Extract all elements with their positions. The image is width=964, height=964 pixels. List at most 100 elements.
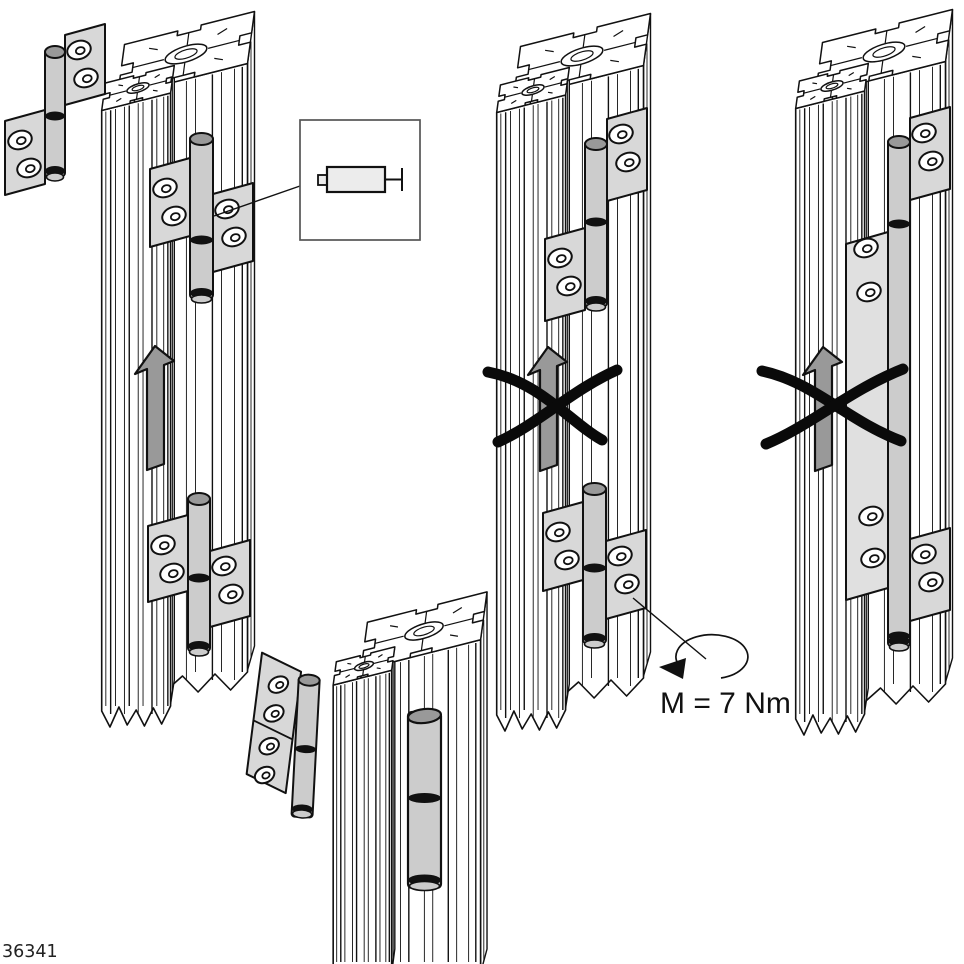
barrel-bottom-cap [188, 647, 210, 657]
cross-section-top [796, 63, 869, 108]
hinge-leaf [149, 157, 191, 248]
slot-channels [339, 650, 390, 681]
center-bore-inner [132, 84, 144, 92]
screw-hole-center [275, 681, 285, 690]
hinge-barrel [887, 138, 911, 647]
screw-hole-center [261, 771, 271, 780]
profile-front-face [332, 669, 393, 964]
column1-hinges [147, 132, 254, 657]
hinge-leaf [4, 109, 46, 196]
screw-hole-center [74, 46, 86, 56]
cross-section-top [361, 592, 487, 670]
cross-section-top [102, 65, 175, 110]
screw-hole-center [861, 244, 873, 254]
barrel-bottom-cap [291, 809, 313, 819]
hinge-leaf [542, 501, 584, 592]
cross-section-top [118, 12, 255, 97]
screw-hole-center [623, 158, 635, 168]
screw-hole-center [919, 550, 931, 560]
slot-channels [130, 19, 242, 89]
screw-hole-center [622, 580, 634, 590]
screw-hole-center [265, 742, 276, 751]
screw-hole-center [24, 164, 36, 174]
pin-detail-inset [213, 119, 421, 241]
screw-hole-center [160, 184, 172, 194]
cross-section-top [333, 647, 395, 685]
hinge-pin-in-slot [406, 707, 443, 892]
center-bore-inner [826, 82, 838, 90]
screw-hole-center [158, 541, 170, 551]
pin-band [408, 793, 441, 803]
barrel-bottom-cap [45, 172, 65, 182]
prohibition-stroke [760, 363, 909, 450]
screw-hole-center [15, 136, 27, 146]
leader-line [213, 185, 301, 217]
screw-hole-center [615, 552, 627, 562]
leader-line [632, 597, 707, 660]
folded-leaf [245, 651, 303, 795]
center-bore-inner [872, 45, 895, 59]
prohibition-cross-icon-2 [756, 363, 909, 450]
detached-hinge [4, 23, 106, 196]
barrel-top-cap [584, 137, 608, 151]
barrel-bottom-cap [585, 302, 607, 312]
barrel-top-cap [187, 492, 211, 506]
slot-channels [503, 72, 563, 109]
barrel-bottom-cap [888, 642, 910, 652]
pin-bottom-cap [408, 880, 441, 892]
folded-hinge-group [245, 651, 321, 819]
barrel-bottom-cap [190, 294, 213, 304]
slot-channels [828, 17, 940, 87]
screw-hole-center [864, 288, 876, 298]
cross-section-top [816, 10, 953, 95]
hinge-leaf [147, 514, 189, 603]
center-bore-inner [570, 49, 593, 63]
folded-hinge [245, 651, 321, 819]
screw-hole-center [167, 569, 179, 579]
hinge-leaf [544, 227, 586, 322]
screw-hole-center [868, 554, 880, 564]
screw-hole-center [169, 212, 181, 222]
hinge-barrel [189, 135, 214, 299]
column3-hinges [542, 107, 648, 649]
slide-up-arrow-1 [133, 344, 176, 472]
screw-hole-center [219, 562, 231, 572]
screw-hole-center [81, 74, 93, 84]
barrel-band [45, 111, 65, 121]
center-bore-inner [174, 47, 197, 61]
barrel-top-cap [297, 673, 321, 687]
barrel-band [583, 563, 606, 573]
pin-top-cap [406, 707, 443, 725]
hinge-leaf [209, 539, 251, 628]
slot-channels [802, 68, 862, 105]
barrel-band [190, 235, 213, 245]
cross-section-top [497, 67, 570, 112]
screw-hole-center [270, 709, 280, 718]
prohibition-stroke [492, 364, 623, 448]
screw-hole-center [553, 528, 565, 538]
screw-hole-center [229, 233, 241, 243]
center-bore-inner [359, 663, 369, 670]
slide-direction-arrow [133, 344, 176, 472]
barrel-band [188, 573, 210, 583]
torque-label: M = 7 Nm [660, 687, 791, 720]
torque-callout [632, 597, 749, 679]
screw-hole-center [919, 129, 931, 139]
pin-body [325, 165, 387, 194]
slot-channels [108, 70, 168, 107]
profile-column-2 [333, 592, 487, 964]
slot-channels [372, 599, 475, 663]
figure-number: 36341 [2, 942, 58, 962]
center-bore-inner [413, 624, 434, 637]
screw-hole-center [866, 512, 878, 522]
screw-hole-center [926, 578, 938, 588]
barrel-top-cap [887, 135, 911, 149]
leaf-seam [253, 719, 293, 741]
barrel-band [295, 745, 317, 754]
barrel-band [888, 219, 910, 229]
barrel-band [585, 217, 607, 227]
torque-arrowhead [659, 658, 686, 679]
cross-section-top [514, 14, 651, 99]
